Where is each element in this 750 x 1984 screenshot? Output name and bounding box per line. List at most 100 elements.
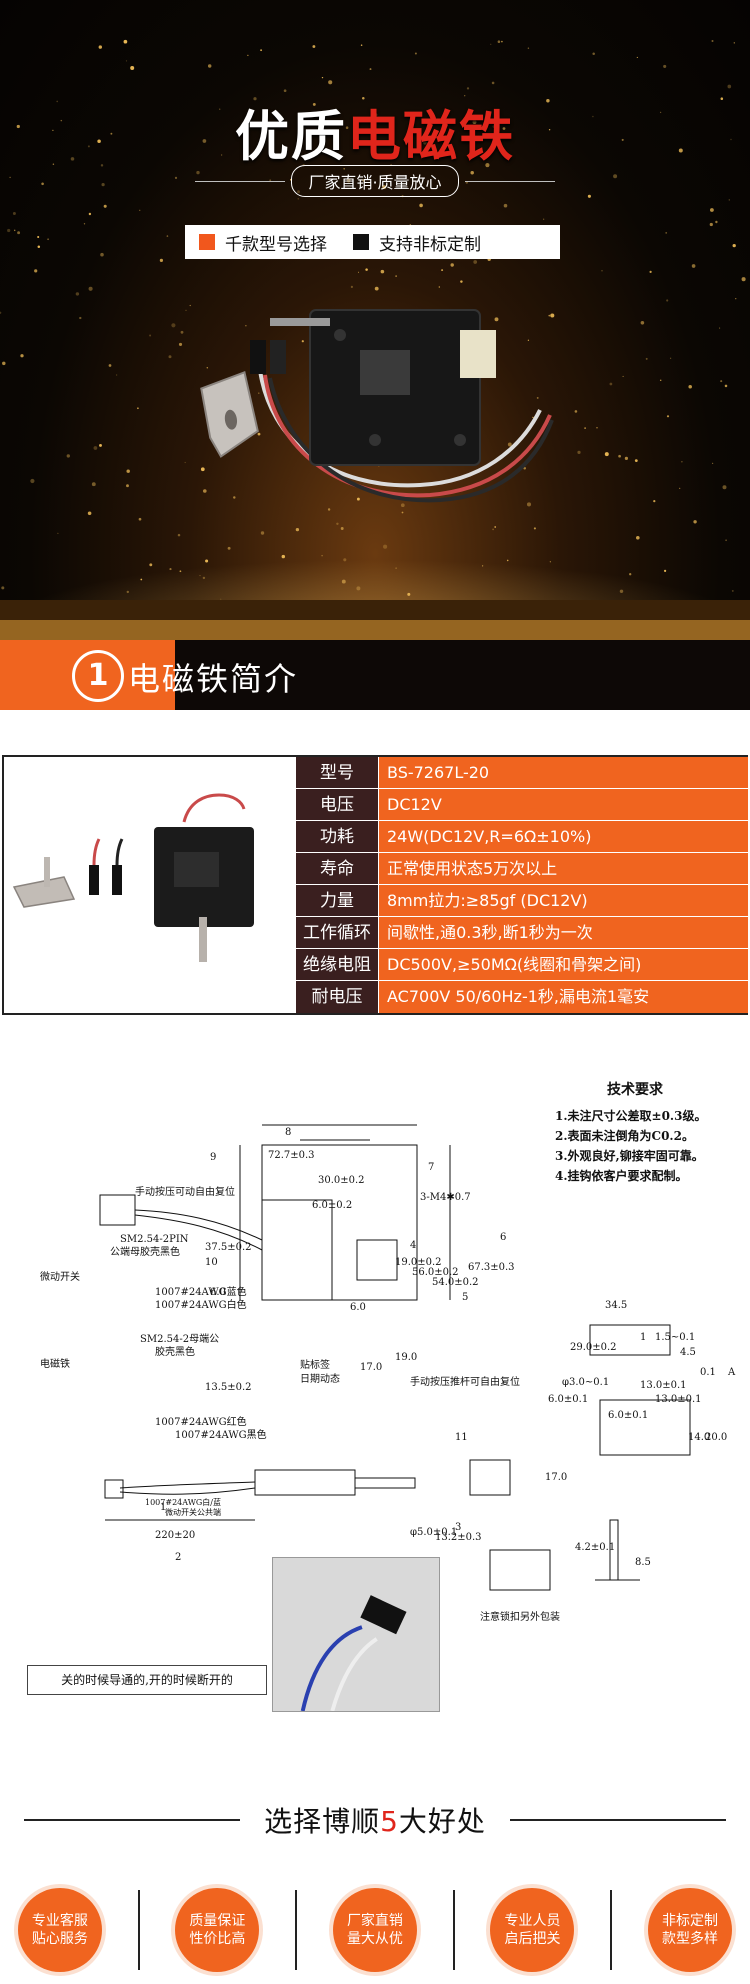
svg-text:电磁铁: 电磁铁 [40, 1357, 70, 1370]
sparkle [730, 138, 732, 141]
svg-text:6.0±0.1: 6.0±0.1 [548, 1394, 588, 1405]
sparkle [202, 139, 207, 143]
sparkle [100, 164, 104, 167]
sparkle [281, 554, 286, 559]
sparkle [57, 532, 59, 535]
sparkle [125, 60, 128, 62]
sparkle [312, 45, 316, 48]
sparkle [0, 311, 2, 315]
sparkle [301, 340, 304, 343]
svg-text:19.0±0.2: 19.0±0.2 [395, 1257, 442, 1268]
svg-text:SM2.54-2母端公: SM2.54-2母端公 [140, 1332, 219, 1345]
spec-value: 8mm拉力:≥85gf (DC12V) [378, 885, 748, 916]
section-header: 1 电磁铁简介 [0, 640, 750, 710]
spec-key: 功耗 [296, 821, 378, 852]
sparkle [178, 342, 183, 346]
sparkle [221, 154, 223, 156]
benefit-item: 厂家直销 量大从优 [332, 1888, 417, 1972]
sparkle [149, 563, 153, 567]
spec-value: DC12V [378, 789, 748, 820]
hero-title: 优质电磁铁 [235, 105, 515, 168]
tech-item: 4.挂钩依客户要求配制。 [555, 1169, 688, 1183]
sparkle [688, 385, 692, 389]
microswitch-photo [272, 1557, 440, 1712]
sparkle [328, 80, 333, 85]
svg-text:1: 1 [160, 1502, 166, 1513]
svg-text:5: 5 [462, 1292, 468, 1303]
product-image [200, 309, 554, 503]
svg-text:日期动态: 日期动态 [300, 1372, 340, 1385]
sparkle [592, 52, 595, 55]
sparkle [91, 482, 96, 487]
sparkle [98, 45, 102, 49]
benefit-item: 专业客服 贴心服务 [17, 1888, 102, 1972]
svg-text:6.0: 6.0 [350, 1302, 366, 1313]
svg-text:6.0±0.1: 6.0±0.1 [608, 1410, 648, 1421]
sparkle [360, 44, 363, 46]
sparkle [97, 139, 101, 144]
sparkle [709, 208, 714, 212]
sparkle [382, 185, 387, 190]
feature-item-models: 千款型号选择 [225, 234, 327, 255]
spec-value: AC700V 50/60Hz-1秒,漏电流1毫安 [378, 981, 748, 1013]
sparkle [497, 40, 501, 43]
spec-value: 24W(DC12V,R=6Ω±10%) [378, 821, 748, 852]
sparkle [312, 102, 316, 106]
sparkle [711, 39, 714, 43]
sparkle [149, 334, 152, 337]
sparkle [200, 467, 205, 472]
svg-text:1007#24AWG白色: 1007#24AWG白色 [155, 1298, 247, 1311]
svg-text:手动按压推杆可自由复位: 手动按压推杆可自由复位 [410, 1375, 520, 1388]
svg-text:微动开关: 微动开关 [40, 1270, 80, 1283]
sparkle [725, 539, 727, 542]
svg-text:0.1: 0.1 [700, 1367, 716, 1378]
sparkle [7, 228, 11, 233]
sparkle [543, 218, 545, 220]
sparkle [665, 232, 668, 234]
sparkle [253, 97, 257, 101]
sparkle [720, 97, 724, 100]
sparkle [16, 124, 20, 129]
svg-text:10: 10 [205, 1257, 218, 1268]
sparkle [532, 416, 534, 418]
sparkle [168, 355, 172, 359]
svg-text:手动按压可动自由复位: 手动按压可动自由复位 [135, 1185, 235, 1198]
sparkle [711, 462, 714, 465]
benefits-title: 选择博顺5大好处 [264, 1805, 486, 1838]
svg-text:34.5: 34.5 [605, 1300, 627, 1311]
plunger-side-view [254, 1469, 356, 1496]
sparkle [380, 269, 385, 274]
svg-text:11: 11 [455, 1432, 468, 1443]
sparkle [604, 452, 609, 457]
technical-drawing: 72.7±0.3 30.0±0.2 6.0±0.2 3-M4✱0.7 37.5±… [0, 1040, 750, 1712]
sparkle [724, 384, 728, 388]
coil-outline [261, 1199, 333, 1301]
sparkle [283, 89, 287, 93]
benefits-header: 选择博顺5大好处 [0, 1800, 750, 1840]
sparkle [613, 174, 618, 179]
svg-text:1007#24AWG白/蓝: 1007#24AWG白/蓝 [145, 1497, 221, 1507]
drawing-svg: 72.7±0.3 30.0±0.2 6.0±0.2 3-M4✱0.7 37.5±… [40, 1124, 736, 1623]
sparkle [666, 299, 669, 302]
sparkle [108, 364, 112, 367]
svg-text:微动开关公共端: 微动开关公共端 [165, 1507, 221, 1517]
sparkle [419, 203, 423, 208]
svg-text:54.0±0.2: 54.0±0.2 [432, 1277, 479, 1288]
sparkle [99, 443, 102, 447]
svg-text:2: 2 [175, 1552, 181, 1563]
sparkle [356, 497, 360, 501]
sparkle [584, 427, 586, 429]
sparkle [733, 42, 735, 44]
sparkle [166, 235, 169, 237]
svg-text:3: 3 [455, 1522, 461, 1533]
spec-row: 工作循环间歇性,通0.3秒,断1秒为一次 [296, 917, 748, 949]
sparkle [79, 316, 82, 320]
svg-text:30.0±0.2: 30.0±0.2 [318, 1175, 365, 1186]
sparkle [206, 367, 209, 369]
sparkle [245, 325, 247, 327]
spec-key: 绝缘电阻 [296, 949, 378, 980]
sparkle [507, 442, 512, 447]
